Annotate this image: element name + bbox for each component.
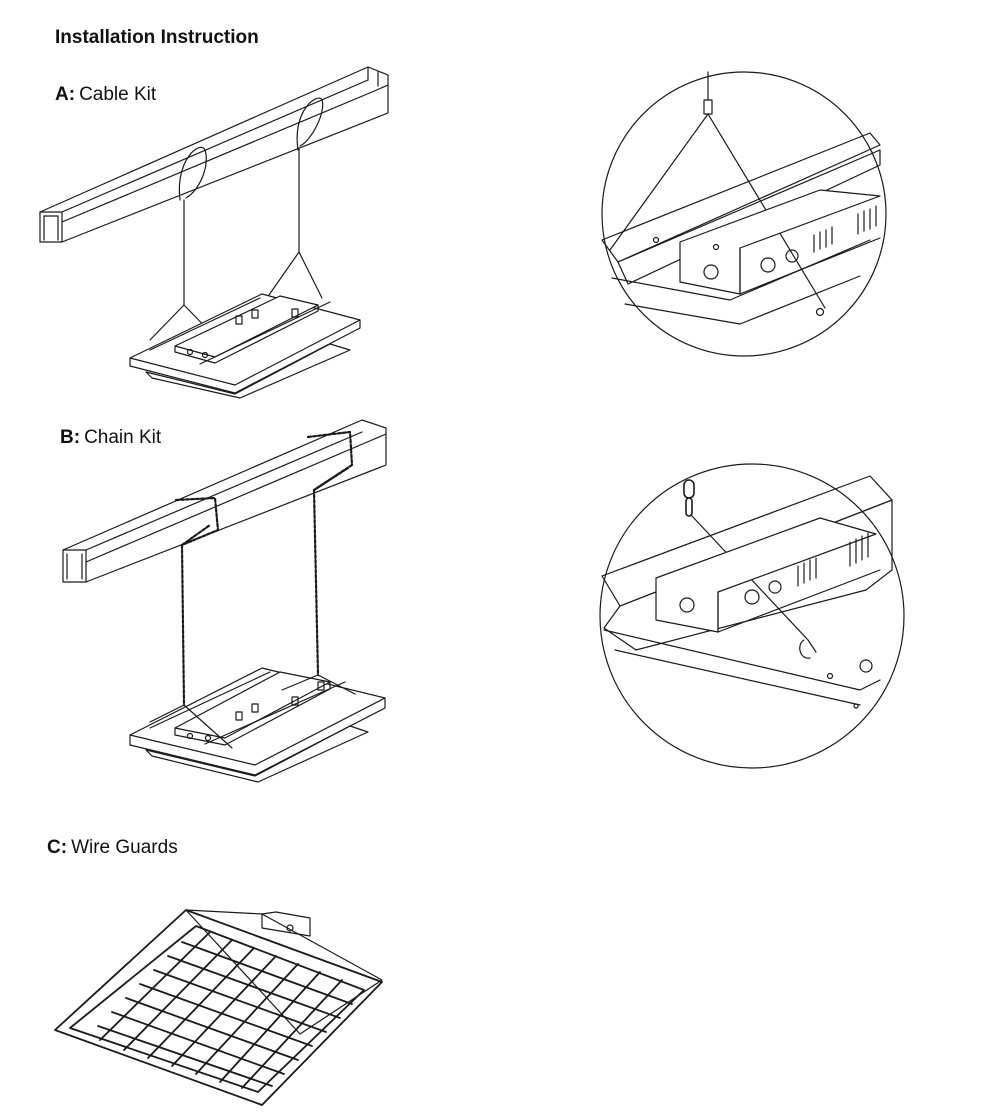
chains-b bbox=[176, 432, 352, 705]
section-c-text: Wire Guards bbox=[71, 837, 178, 858]
beam-b bbox=[63, 420, 386, 582]
vent-slots bbox=[814, 206, 876, 252]
chain-kit-detail bbox=[600, 464, 904, 768]
chain-kit-illustration bbox=[63, 420, 386, 782]
fixture-b bbox=[130, 668, 385, 782]
section-a-label: A:Cable Kit bbox=[55, 84, 156, 106]
page-title: Installation Instruction bbox=[55, 27, 259, 48]
vent-slots-b bbox=[798, 533, 868, 586]
cable-kit-detail bbox=[602, 72, 886, 356]
section-c-label: C:Wire Guards bbox=[47, 837, 178, 859]
wire-grid bbox=[55, 910, 382, 1105]
beam-a bbox=[40, 67, 388, 242]
section-b-text: Chain Kit bbox=[84, 427, 162, 448]
section-a-key: A: bbox=[55, 84, 76, 105]
cable-kit-illustration bbox=[40, 67, 388, 398]
wire-guard-illustration bbox=[55, 910, 382, 1105]
section-a-text: Cable Kit bbox=[79, 84, 157, 105]
chain-links bbox=[684, 480, 694, 516]
section-b-label: B:Chain Kit bbox=[60, 427, 161, 449]
section-b-key: B: bbox=[60, 427, 81, 448]
section-c-key: C: bbox=[47, 837, 68, 858]
fixture-a bbox=[130, 294, 360, 398]
